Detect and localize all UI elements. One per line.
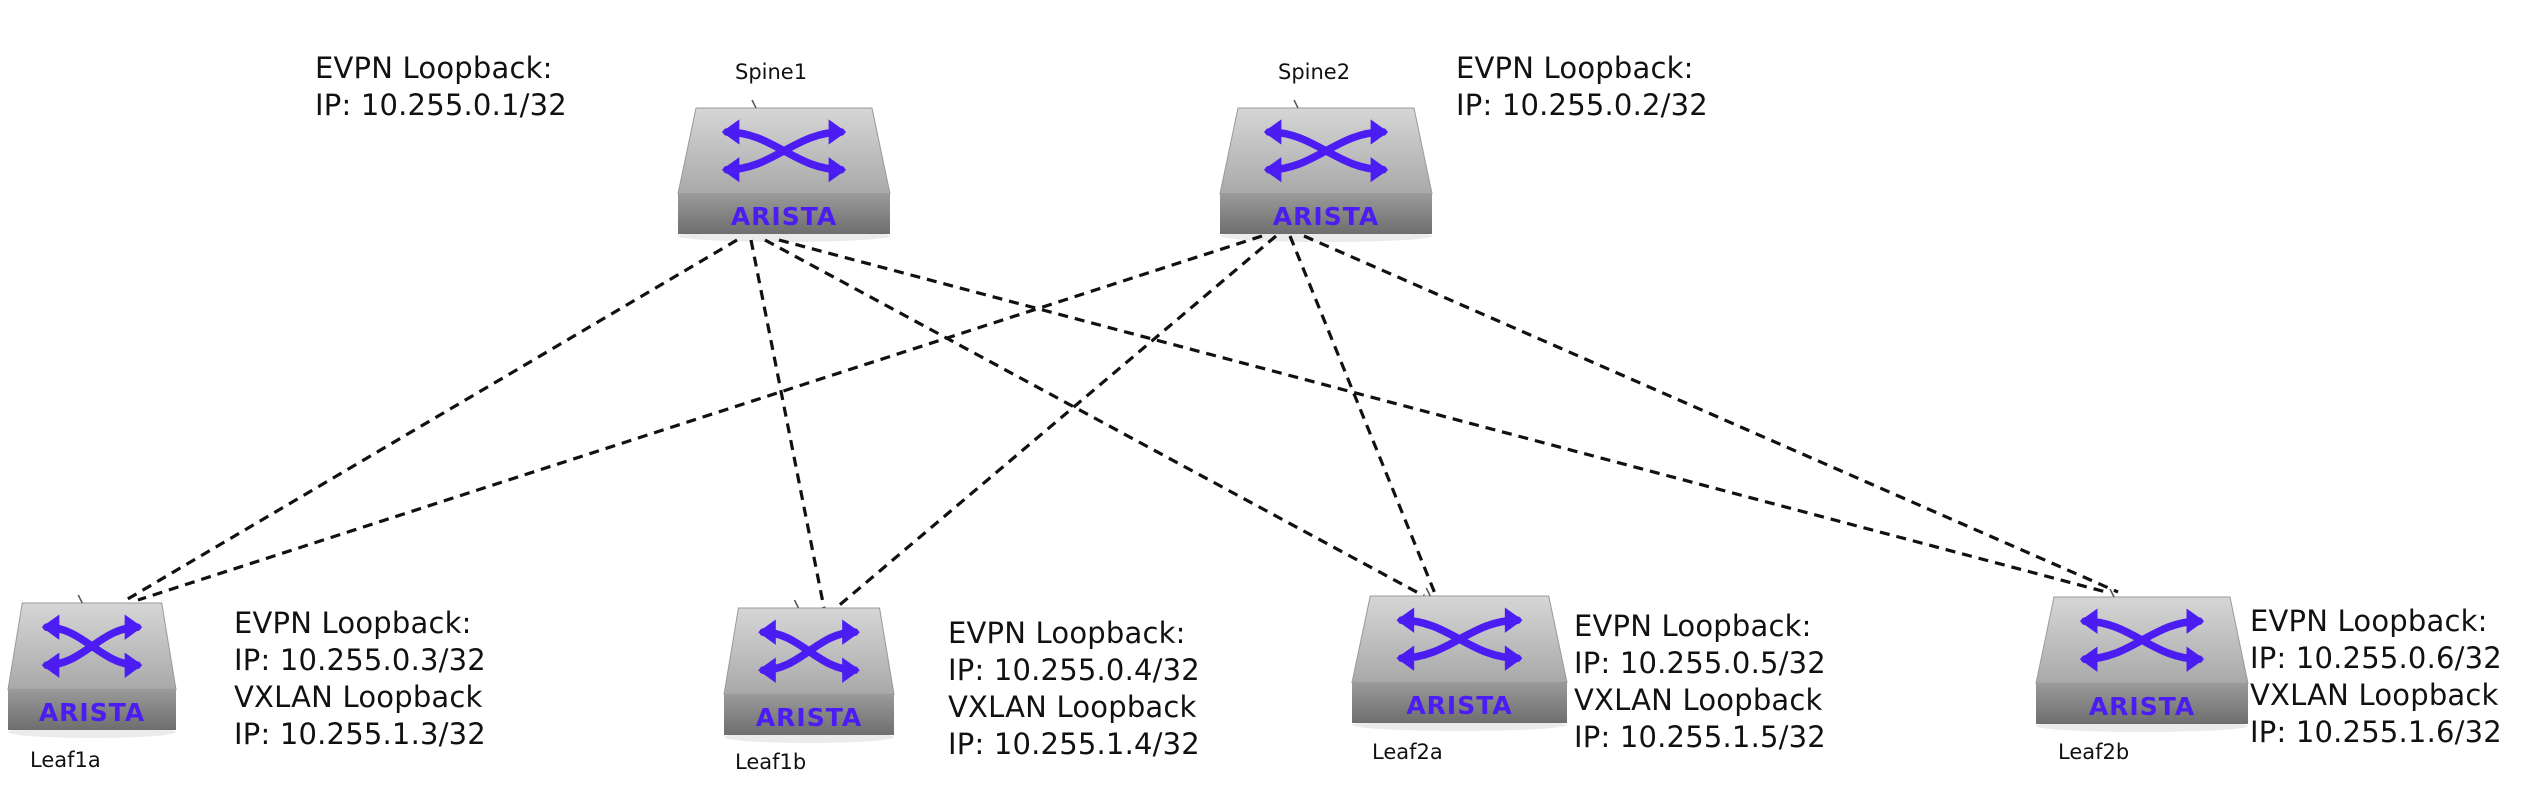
leaf2b-vxlan-ip: IP: 10.255.1.6/32	[2250, 715, 2502, 749]
leaf1b-arrowhead-3	[758, 619, 776, 645]
spine2-evpn-label: EVPN Loopback:	[1456, 51, 1694, 85]
leaf2a-arrowhead-1	[1504, 607, 1523, 633]
devices-layer: ARISTA ARISTA ARISTA ARISTA ARISTA ARISTA	[7, 99, 2249, 743]
leaf1a-vxlan-ip: IP: 10.255.1.3/32	[234, 717, 486, 751]
leaf2b-brand-label: ARISTA	[2089, 692, 2195, 721]
spine1-cross-arrows	[722, 128, 846, 174]
link-spine2-leaf2a	[1288, 235, 1438, 597]
spine2-brand-label: ARISTA	[1273, 202, 1379, 231]
leaf2a-info: EVPN Loopback: IP: 10.255.0.5/32 VXLAN L…	[1574, 608, 1826, 756]
spine2-cross-arrows	[1264, 128, 1388, 174]
leaf1a-arrowhead-2	[124, 652, 143, 678]
leaf2b-name-label: Leaf2b	[2058, 740, 2130, 764]
leaf2b-evpn-ip: IP: 10.255.0.6/32	[2250, 641, 2502, 675]
leaf2a-evpn-label: EVPN Loopback:	[1574, 609, 1812, 643]
spine1-info: EVPN Loopback: IP: 10.255.0.1/32	[315, 50, 567, 124]
link-spine2-leaf1a	[137, 234, 1263, 602]
link-spine1-leaf2b	[778, 238, 2107, 594]
link-spine1-leaf2a	[764, 238, 1425, 598]
spine2-arrowhead-2	[1370, 157, 1389, 183]
spine1-evpn-label: EVPN Loopback:	[315, 51, 553, 85]
leaf1b-switch-icon: ARISTA	[723, 599, 895, 743]
leaf2b-evpn-label: EVPN Loopback:	[2250, 604, 2488, 638]
leaf1a-switch-icon: ARISTA	[7, 594, 177, 738]
links-layer	[125, 234, 2119, 610]
leaf1b-evpn-ip: IP: 10.255.0.4/32	[948, 653, 1200, 687]
link-spine2-leaf2b	[1303, 234, 2119, 594]
link-spine1-leaf1b	[749, 239, 826, 609]
leaf2b-arrowhead-4	[2079, 646, 2098, 672]
leaf2b-cross-arrows	[2080, 617, 2204, 663]
spine2-arrowhead-1	[1370, 119, 1389, 145]
leaf2a-vxlan-ip: IP: 10.255.1.5/32	[1574, 720, 1826, 754]
leaf1a-vxlan-label: VXLAN Loopback	[234, 680, 483, 714]
leaf2b-switch-icon: ARISTA	[2035, 588, 2249, 732]
leaf2a-arrowhead-4	[1396, 645, 1415, 671]
leaf2a-switch-icon: ARISTA	[1351, 587, 1568, 731]
leaf1a-brand-label: ARISTA	[39, 698, 145, 727]
leaf1b-vxlan-ip: IP: 10.255.1.4/32	[948, 727, 1200, 761]
leaf1b-vxlan-label: VXLAN Loopback	[948, 690, 1197, 724]
spine2-arrowhead-4	[1263, 157, 1282, 183]
leaf2a-vxlan-label: VXLAN Loopback	[1574, 683, 1823, 717]
spine1-arrowhead-2	[828, 157, 847, 183]
leaf1a-arrowhead-4	[41, 652, 60, 678]
spine2-name-label: Spine2	[1278, 60, 1351, 84]
leaf2a-arrowhead-2	[1504, 645, 1523, 671]
leaf2a-brand-label: ARISTA	[1406, 691, 1512, 720]
spine2-arrowhead-3	[1263, 119, 1282, 145]
link-spine2-leaf1b	[834, 234, 1278, 610]
spine1-arrowhead-1	[828, 119, 847, 145]
leaf2b-arrowhead-1	[2186, 608, 2205, 634]
leaf2b-arrowhead-3	[2079, 608, 2098, 634]
leaf1b-arrowhead-4	[758, 657, 776, 683]
spine1-evpn-ip: IP: 10.255.0.1/32	[315, 88, 567, 122]
leaf2b-info: EVPN Loopback: IP: 10.255.0.6/32 VXLAN L…	[2250, 603, 2502, 751]
leaf1b-arrowhead-2	[842, 657, 860, 683]
leaf1a-evpn-label: EVPN Loopback:	[234, 606, 472, 640]
spine2-switch-icon: ARISTA	[1219, 99, 1433, 242]
leaf2a-name-label: Leaf2a	[1372, 740, 1443, 764]
leaf2a-evpn-ip: IP: 10.255.0.5/32	[1574, 646, 1826, 680]
spine1-switch-icon: ARISTA	[677, 99, 891, 242]
leaf1b-name-label: Leaf1b	[735, 750, 807, 774]
leaf1b-brand-label: ARISTA	[756, 703, 862, 732]
leaf2a-cross-arrows	[1397, 616, 1522, 662]
leaf1a-arrowhead-3	[41, 614, 60, 640]
spine1-arrowhead-3	[721, 119, 740, 145]
spine1-arrowhead-4	[721, 157, 740, 183]
link-spine1-leaf1a	[125, 238, 738, 602]
leaf2a-arrowhead-3	[1396, 607, 1415, 633]
leaf1b-arrowhead-1	[842, 619, 860, 645]
spine1-name-label: Spine1	[735, 60, 808, 84]
leaf1a-name-label: Leaf1a	[30, 748, 101, 772]
leaf2b-vxlan-label: VXLAN Loopback	[2250, 678, 2499, 712]
leaf1a-evpn-ip: IP: 10.255.0.3/32	[234, 643, 486, 677]
spine2-info: EVPN Loopback: IP: 10.255.0.2/32	[1456, 50, 1708, 124]
leaf1a-info: EVPN Loopback: IP: 10.255.0.3/32 VXLAN L…	[234, 605, 486, 753]
leaf2b-arrowhead-2	[2186, 646, 2205, 672]
leaf1a-arrowhead-1	[124, 614, 143, 640]
spine1-brand-label: ARISTA	[731, 202, 837, 231]
leaf1b-evpn-label: EVPN Loopback:	[948, 616, 1186, 650]
spine2-evpn-ip: IP: 10.255.0.2/32	[1456, 88, 1708, 122]
leaf1b-info: EVPN Loopback: IP: 10.255.0.4/32 VXLAN L…	[948, 615, 1200, 763]
